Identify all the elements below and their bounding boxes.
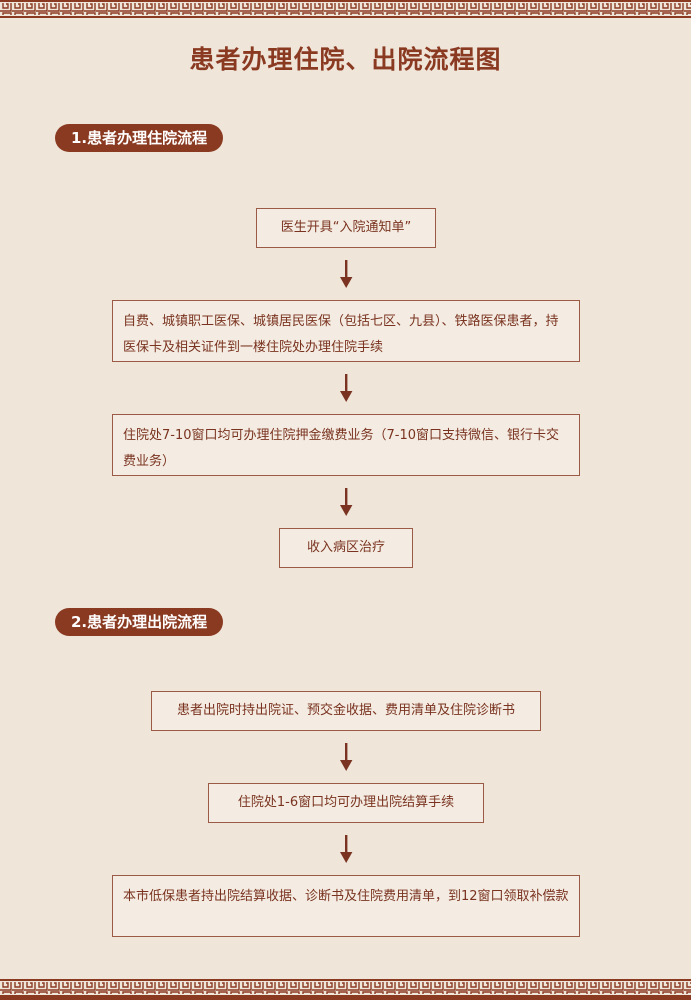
section-heading-admission: 1.患者办理住院流程 — [55, 124, 224, 152]
admission-step-1: 医生开具“入院通知单” — [256, 208, 436, 248]
discharge-step-3: 本市低保患者持出院结算收据、诊断书及住院费用清单，到12窗口领取补偿款 — [112, 875, 580, 937]
page-title: 患者办理住院、出院流程图 — [189, 45, 502, 74]
down-arrow-icon — [340, 488, 353, 516]
discharge-step-2: 住院处1-6窗口均可办理出院结算手续 — [208, 783, 484, 823]
greek-key-border-top — [0, 0, 691, 18]
bottom-border — [0, 979, 691, 1000]
down-arrow-icon — [340, 743, 353, 771]
down-arrow-icon — [340, 374, 353, 402]
down-arrow-icon — [340, 835, 353, 863]
discharge-step-1: 患者出院时持出院证、预交金收据、费用清单及住院诊断书 — [151, 691, 541, 731]
admission-step-2: 自费、城镇职工医保、城镇居民医保（包括七区、九县）、铁路医保患者，持医保卡及相关… — [112, 300, 580, 362]
admission-step-4: 收入病区治疗 — [279, 528, 413, 568]
top-border — [0, 0, 691, 18]
down-arrow-icon — [340, 260, 353, 288]
admission-step-3: 住院处7-10窗口均可办理住院押金缴费业务（7-10窗口支持微信、银行卡交费业务… — [112, 414, 580, 476]
greek-key-border-bottom — [0, 979, 691, 1000]
section-heading-discharge: 2.患者办理出院流程 — [55, 608, 224, 636]
